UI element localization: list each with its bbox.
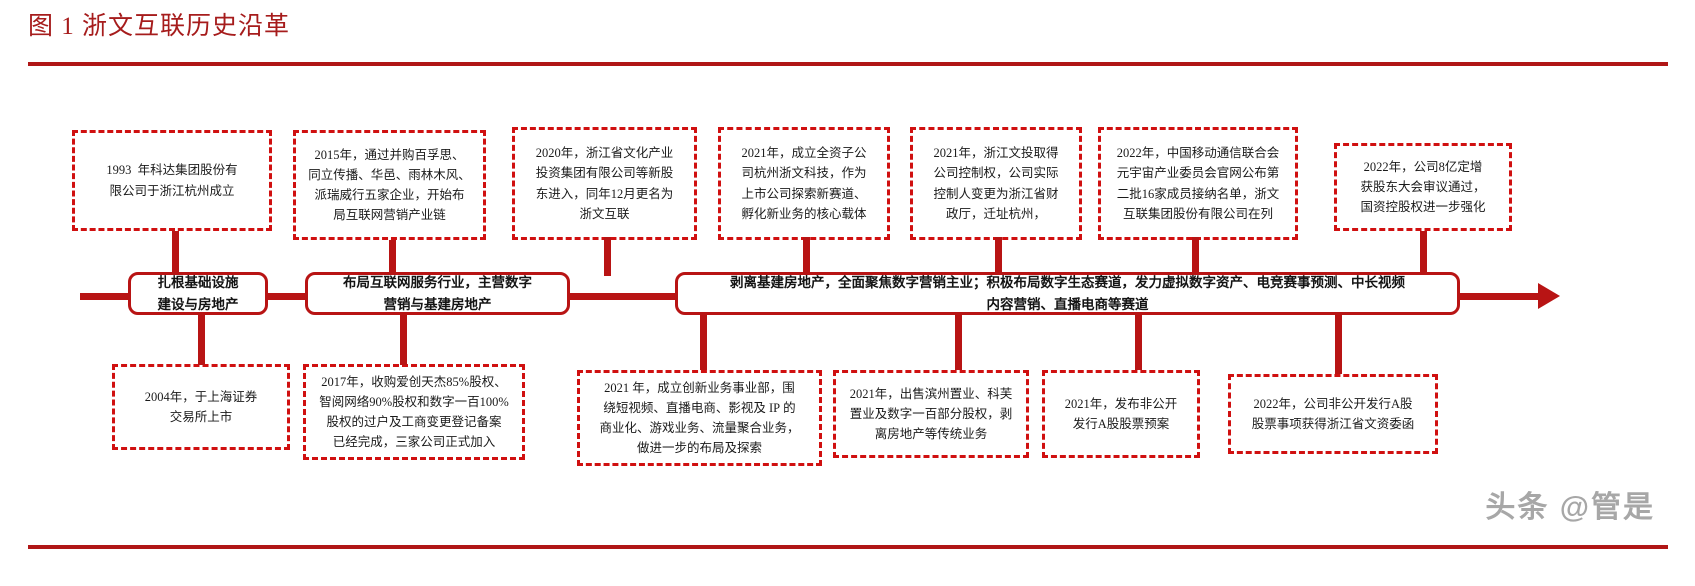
phase-label-2: 布局互联网服务行业，主营数字营销与基建房地产 bbox=[343, 274, 532, 312]
figure-title: 图 1 浙文互联历史沿革 bbox=[28, 13, 291, 40]
title-divider-top bbox=[28, 62, 1668, 66]
event-box-2004[interactable]: 2004年，于上海证券交易所上市 bbox=[112, 364, 290, 450]
connector-bottom-6 bbox=[1335, 312, 1342, 374]
phase-box-1[interactable]: 扎根基础设施建设与房地产 bbox=[128, 272, 268, 315]
event-text-2021-divest: 2021年，出售滨州置业、科芙置业及数字一百部分股权，剥离房地产等传统业务 bbox=[849, 386, 1013, 442]
phase-label-1: 扎根基础设施建设与房地产 bbox=[157, 274, 239, 312]
event-box-2021-control[interactable]: 2021年，浙江文投取得公司控制权，公司实际控制人变更为浙江省财政厅，迁址杭州， bbox=[910, 127, 1082, 240]
connector-top-6 bbox=[1192, 237, 1199, 276]
event-text-1993: 1993 年科达集团股份有限公司于浙江杭州成立 bbox=[106, 163, 238, 198]
event-box-1993[interactable]: 1993 年科达集团股份有限公司于浙江杭州成立 bbox=[72, 130, 272, 231]
timeline-arrow-icon bbox=[1538, 283, 1560, 309]
event-box-2017[interactable]: 2017年，收购爱创天杰85%股权、智阅网络90%股权和数字一百100%股权的过… bbox=[303, 364, 525, 460]
event-text-2017: 2017年，收购爱创天杰85%股权、智阅网络90%股权和数字一百100%股权的过… bbox=[319, 374, 509, 450]
event-box-2022-approval[interactable]: 2022年，公司非公开发行A股股票事项获得浙江省文资委函 bbox=[1228, 374, 1438, 454]
phase-box-2[interactable]: 布局互联网服务行业，主营数字营销与基建房地产 bbox=[305, 272, 570, 315]
connector-bottom-2 bbox=[400, 312, 407, 365]
event-text-2022-metaverse: 2022年，中国移动通信联合会元宇宙产业委员会官网公布第二批16家成员接纳名单，… bbox=[1116, 146, 1280, 221]
event-box-2021-innovation[interactable]: 2021 年，成立创新业务事业部，围绕短视频、直播电商、影视及 IP 的商业化、… bbox=[577, 370, 822, 466]
event-text-2021-subsidiary: 2021年，成立全资子公司杭州浙文科技，作为上市公司探索新赛道、孵化新业务的核心… bbox=[741, 146, 867, 221]
connector-bottom-4 bbox=[955, 312, 962, 370]
event-box-2020[interactable]: 2020年，浙江省文化产业投资集团有限公司等新股东进入，同年12月更名为浙文互联 bbox=[512, 127, 697, 240]
phase-label-3: 剥离基建房地产，全面聚焦数字营销主业；积极布局数字生态赛道，发力虚拟数字资产、电… bbox=[730, 274, 1405, 312]
connector-top-2 bbox=[389, 240, 396, 276]
connector-bottom-3 bbox=[700, 312, 707, 370]
watermark: 头条 @管是 bbox=[1485, 491, 1655, 524]
connector-top-7 bbox=[1420, 231, 1427, 276]
connector-bottom-5 bbox=[1135, 312, 1142, 370]
phase-box-3[interactable]: 剥离基建房地产，全面聚焦数字营销主业；积极布局数字生态赛道，发力虚拟数字资产、电… bbox=[675, 272, 1460, 315]
event-box-2022-metaverse[interactable]: 2022年，中国移动通信联合会元宇宙产业委员会官网公布第二批16家成员接纳名单，… bbox=[1098, 127, 1298, 240]
event-text-2022-approval: 2022年，公司非公开发行A股股票事项获得浙江省文资委函 bbox=[1251, 396, 1415, 431]
event-text-2015: 2015年，通过并购百孚思、同立传播、华邑、雨林木风、派瑞威行五家企业，开始布局… bbox=[308, 147, 471, 223]
event-text-2022-placement: 2022年，公司8亿定增获股东大会审议通过，国资控股权进一步强化 bbox=[1360, 159, 1486, 215]
event-box-2021-private[interactable]: 2021年，发布非公开发行A股股票预案 bbox=[1042, 370, 1200, 458]
connector-top-1 bbox=[172, 231, 179, 276]
connector-top-3 bbox=[604, 237, 611, 276]
connector-top-5 bbox=[995, 237, 1002, 276]
event-box-2021-divest[interactable]: 2021年，出售滨州置业、科芙置业及数字一百部分股权，剥离房地产等传统业务 bbox=[833, 370, 1029, 458]
title-divider-bottom bbox=[28, 545, 1668, 549]
event-text-2021-private: 2021年，发布非公开发行A股股票预案 bbox=[1064, 396, 1178, 431]
event-text-2021-control: 2021年，浙江文投取得公司控制权，公司实际控制人变更为浙江省财政厅，迁址杭州， bbox=[933, 146, 1059, 221]
event-box-2022-placement[interactable]: 2022年，公司8亿定增获股东大会审议通过，国资控股权进一步强化 bbox=[1334, 143, 1512, 231]
event-text-2021-innovation: 2021 年，成立创新业务事业部，围绕短视频、直播电商、影视及 IP 的商业化、… bbox=[599, 380, 800, 456]
event-text-2004: 2004年，于上海证券交易所上市 bbox=[144, 389, 258, 424]
connector-bottom-1 bbox=[198, 312, 205, 365]
connector-top-4 bbox=[803, 237, 810, 276]
event-text-2020: 2020年，浙江省文化产业投资集团有限公司等新股东进入，同年12月更名为浙文互联 bbox=[535, 146, 674, 221]
event-box-2021-subsidiary[interactable]: 2021年，成立全资子公司杭州浙文科技，作为上市公司探索新赛道、孵化新业务的核心… bbox=[718, 127, 890, 240]
event-box-2015[interactable]: 2015年，通过并购百孚思、同立传播、华邑、雨林木风、派瑞威行五家企业，开始布局… bbox=[293, 130, 486, 240]
